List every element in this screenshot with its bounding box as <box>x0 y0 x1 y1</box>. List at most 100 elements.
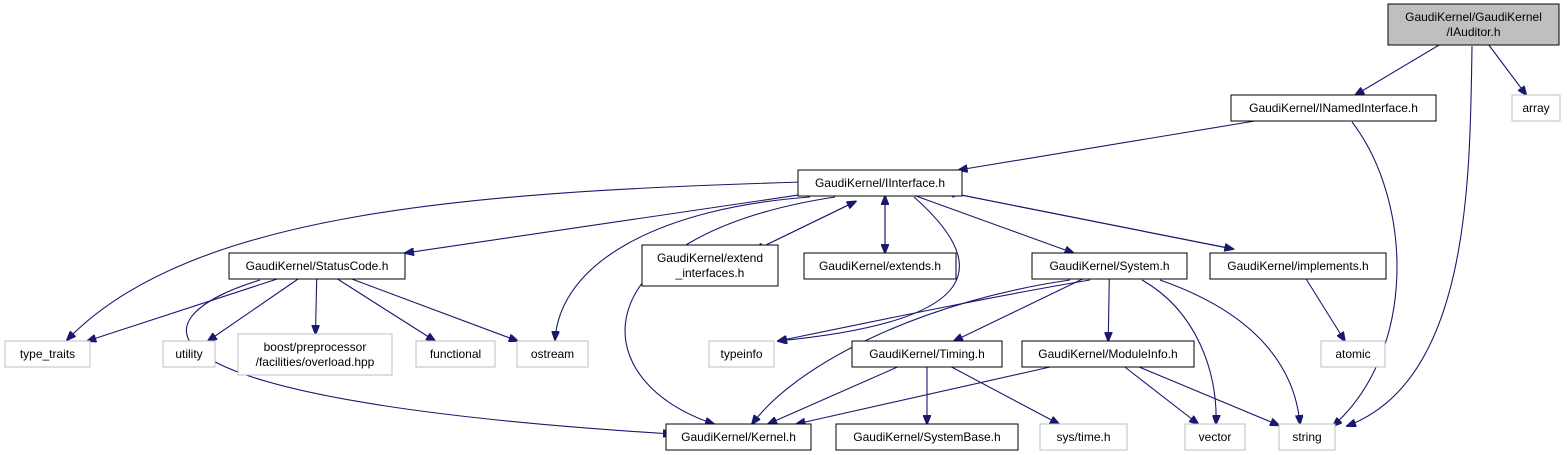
node-label: typeinfo <box>720 347 762 361</box>
edge-moduleinfo-to-kernel <box>796 366 1051 424</box>
node-statuscode[interactable]: GaudiKernel/StatusCode.h <box>228 252 406 280</box>
node-array: array <box>1511 94 1561 122</box>
node-box <box>797 169 963 197</box>
node-label: GaudiKernel/extends.h <box>819 259 941 273</box>
edge-system-to-kernel <box>752 279 1071 424</box>
edge-extend_interfaces-to-iinterface <box>754 201 856 251</box>
node-implements[interactable]: GaudiKernel/implements.h <box>1209 252 1387 280</box>
node-label: functional <box>430 347 481 361</box>
node-box <box>415 340 496 368</box>
node-box <box>641 244 779 287</box>
node-ostream: ostream <box>516 340 589 368</box>
node-box <box>1184 423 1246 451</box>
node-label: GaudiKernel/Timing.h <box>869 347 985 361</box>
edge-iauditor-to-string <box>1347 45 1473 426</box>
node-label: GaudiKernel/extend <box>657 251 763 265</box>
edge-iauditor-to-array <box>1488 44 1526 95</box>
edge-statuscode-to-type_traits <box>87 278 278 341</box>
edge-iinterface-to-system <box>915 195 1074 253</box>
node-label: ostream <box>531 347 574 361</box>
edge-system-to-timing <box>954 278 1083 341</box>
node-box <box>237 333 393 376</box>
node-label: GaudiKernel/implements.h <box>1227 259 1368 273</box>
edge-timing-to-systime <box>951 366 1059 424</box>
node-label: GaudiKernel/INamedInterface.h <box>1249 101 1418 115</box>
node-label: GaudiKernel/GaudiKernel <box>1405 10 1542 24</box>
node-box <box>1511 94 1561 122</box>
node-label: utility <box>175 347 202 361</box>
node-system[interactable]: GaudiKernel/System.h <box>1031 252 1188 280</box>
node-extends[interactable]: GaudiKernel/extends.h <box>803 252 957 280</box>
edge-statuscode-to-functional <box>337 278 435 341</box>
node-label: GaudiKernel/SystemBase.h <box>853 430 1000 444</box>
node-iauditor: GaudiKernel/GaudiKernel/IAuditor.h <box>1387 3 1560 46</box>
node-box <box>708 340 775 368</box>
edge-iinterface-to-ostream <box>555 196 811 340</box>
edge-system-to-vector <box>1141 279 1216 424</box>
node-label: vector <box>1199 430 1232 444</box>
node-label: GaudiKernel/IInterface.h <box>815 176 945 190</box>
node-label: GaudiKernel/Kernel.h <box>681 430 796 444</box>
node-label: /IAuditor.h <box>1446 25 1500 39</box>
node-atomic: atomic <box>1320 340 1386 368</box>
edge-timing-to-kernel <box>768 366 898 424</box>
node-kernel[interactable]: GaudiKernel/Kernel.h <box>665 423 812 451</box>
node-label: atomic <box>1335 347 1370 361</box>
node-box <box>851 340 1003 368</box>
edge-iinterface-to-type_traits <box>67 181 803 340</box>
edge-iauditor-to-inamedinterface <box>1355 44 1440 95</box>
edge-system-to-typeinfo <box>778 279 1091 341</box>
node-box <box>665 423 812 451</box>
node-box <box>4 340 91 368</box>
node-vector: vector <box>1184 423 1246 451</box>
node-string: string <box>1278 423 1336 451</box>
node-label: GaudiKernel/StatusCode.h <box>246 259 389 273</box>
node-box <box>1278 423 1336 451</box>
edges-layer <box>67 44 1526 434</box>
node-box <box>162 340 216 368</box>
node-label: _interfaces.h <box>675 266 745 280</box>
node-label: sys/time.h <box>1056 430 1110 444</box>
edge-moduleinfo-to-string <box>1138 366 1279 425</box>
node-typeinfo: typeinfo <box>708 340 775 368</box>
node-timing[interactable]: GaudiKernel/Timing.h <box>851 340 1003 368</box>
node-overload: boost/preprocessor/facilities/overload.h… <box>237 333 393 376</box>
node-utility: utility <box>162 340 216 368</box>
edge-inamedinterface-to-iinterface <box>959 120 1255 170</box>
edge-inamedinterface-to-string <box>1333 121 1398 426</box>
node-iinterface[interactable]: GaudiKernel/IInterface.h <box>797 169 963 197</box>
node-systembase[interactable]: GaudiKernel/SystemBase.h <box>835 423 1019 451</box>
edge-iinterface-to-statuscode <box>405 194 799 253</box>
edge-statuscode-to-ostream <box>351 278 518 341</box>
node-box <box>1320 340 1386 368</box>
node-box <box>228 252 406 280</box>
node-box <box>835 423 1019 451</box>
edge-system-to-moduleinfo <box>1108 278 1109 341</box>
edge-statuscode-to-utility <box>208 278 299 341</box>
node-systime: sys/time.h <box>1039 423 1128 451</box>
node-label: /facilities/overload.hpp <box>256 355 375 369</box>
node-label: boost/preprocessor <box>264 340 367 354</box>
node-box <box>1021 340 1195 368</box>
node-label: string <box>1292 430 1321 444</box>
edge-system-to-string <box>1159 279 1300 424</box>
node-box <box>1031 252 1188 280</box>
node-label: GaudiKernel/ModuleInfo.h <box>1038 347 1177 361</box>
edge-moduleinfo-to-vector <box>1124 366 1198 424</box>
node-label: GaudiKernel/System.h <box>1049 259 1169 273</box>
edge-iinterface-to-kernel <box>624 196 836 424</box>
node-label: array <box>1522 101 1549 115</box>
node-label: type_traits <box>20 347 75 361</box>
edge-statuscode-to-overload <box>315 278 316 334</box>
node-functional: functional <box>415 340 496 368</box>
node-inamedinterface[interactable]: GaudiKernel/INamedInterface.h <box>1230 94 1437 122</box>
node-box <box>1039 423 1128 451</box>
node-box <box>803 252 957 280</box>
node-box <box>1387 3 1560 46</box>
node-box <box>1230 94 1437 122</box>
node-type-traits: type_traits <box>4 340 91 368</box>
node-box <box>1209 252 1387 280</box>
node-extend-interfaces[interactable]: GaudiKernel/extend_interfaces.h <box>641 244 779 287</box>
node-moduleinfo[interactable]: GaudiKernel/ModuleInfo.h <box>1021 340 1195 368</box>
